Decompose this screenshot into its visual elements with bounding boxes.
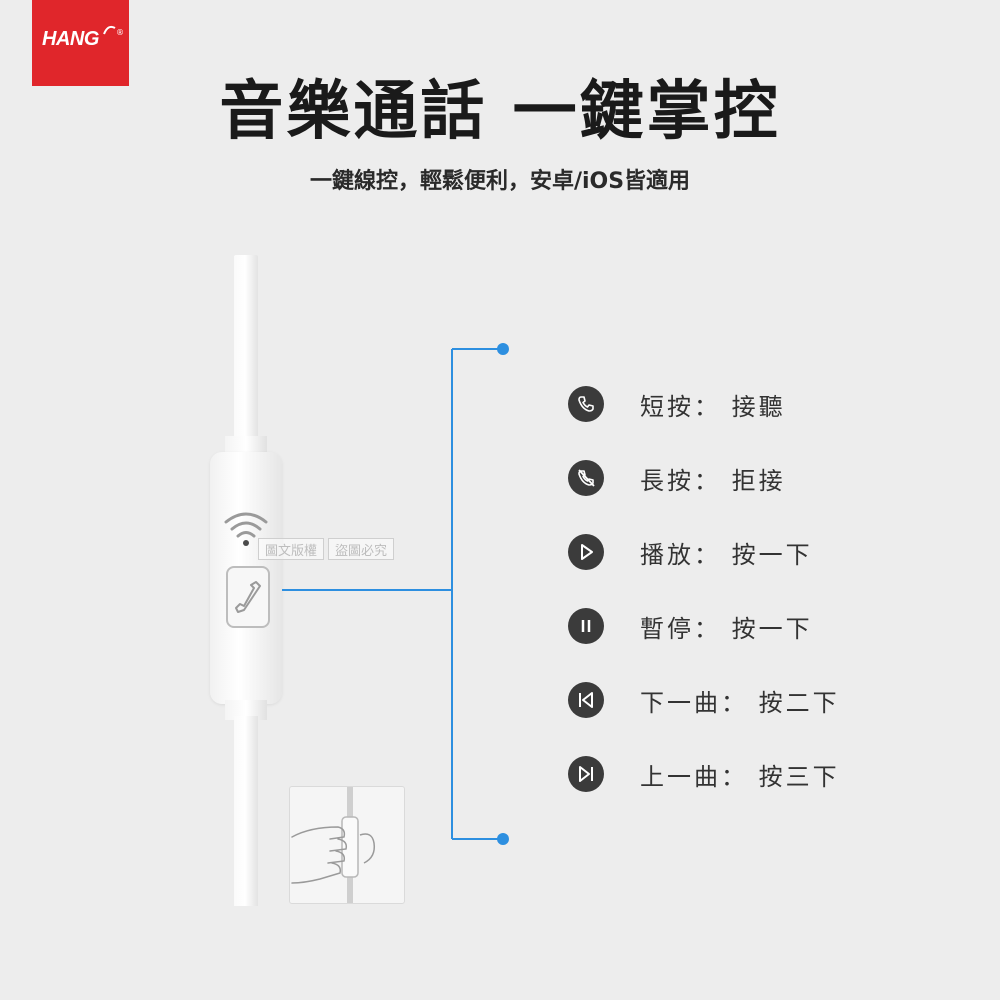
remote-collar-bottom (225, 700, 267, 720)
control-row-next: 上一曲： 按三下 (568, 754, 840, 794)
control-label: 短按： 接聽 (640, 392, 786, 421)
play-icon (568, 534, 604, 570)
registered-mark: ® (116, 28, 124, 37)
hand-pressing-remote-icon (291, 787, 376, 903)
control-row-reject: 長按： 拒接 (568, 458, 786, 498)
phone-answer-icon (568, 386, 604, 422)
usage-thumbnail (289, 786, 405, 904)
logo-arc-icon (103, 25, 116, 35)
brand-logo-text: HANG (42, 28, 99, 50)
remote-call-button (226, 566, 270, 628)
control-label: 長按： 拒接 (640, 466, 786, 495)
watermark-text: 盜圖必究 (328, 538, 395, 560)
control-label: 下一曲： 按二下 (640, 688, 840, 717)
brand-logo: HANG ® (32, 0, 129, 86)
earphone-cable-top (234, 255, 258, 440)
phone-reject-icon (568, 460, 604, 496)
previous-track-icon (568, 682, 604, 718)
next-track-icon (568, 756, 604, 792)
phone-handset-icon (235, 581, 261, 613)
control-row-answer: 短按： 接聽 (568, 384, 786, 424)
page-title: 音樂通話 一鍵掌控 (219, 75, 781, 149)
control-label: 播放： 按一下 (640, 540, 813, 569)
control-row-previous: 下一曲： 按二下 (568, 680, 840, 720)
pause-icon (568, 608, 604, 644)
control-label: 上一曲： 按三下 (640, 762, 840, 791)
remote-collar-top (225, 436, 267, 456)
page-subtitle: 一鍵線控，輕鬆便利，安卓/iOS皆適用 (309, 169, 691, 194)
callout-top-dot (497, 343, 509, 355)
callout-bottom-dot (497, 833, 509, 845)
earphone-cable-bottom (234, 716, 258, 906)
watermark-text: 圖文版權 (258, 538, 325, 560)
control-label: 暫停： 按一下 (640, 614, 813, 643)
microphone-signal-icon (224, 512, 268, 546)
copyright-watermark: 圖文版權 盜圖必究 (258, 538, 395, 560)
control-row-pause: 暫停： 按一下 (568, 606, 813, 646)
control-row-play: 播放： 按一下 (568, 532, 813, 572)
